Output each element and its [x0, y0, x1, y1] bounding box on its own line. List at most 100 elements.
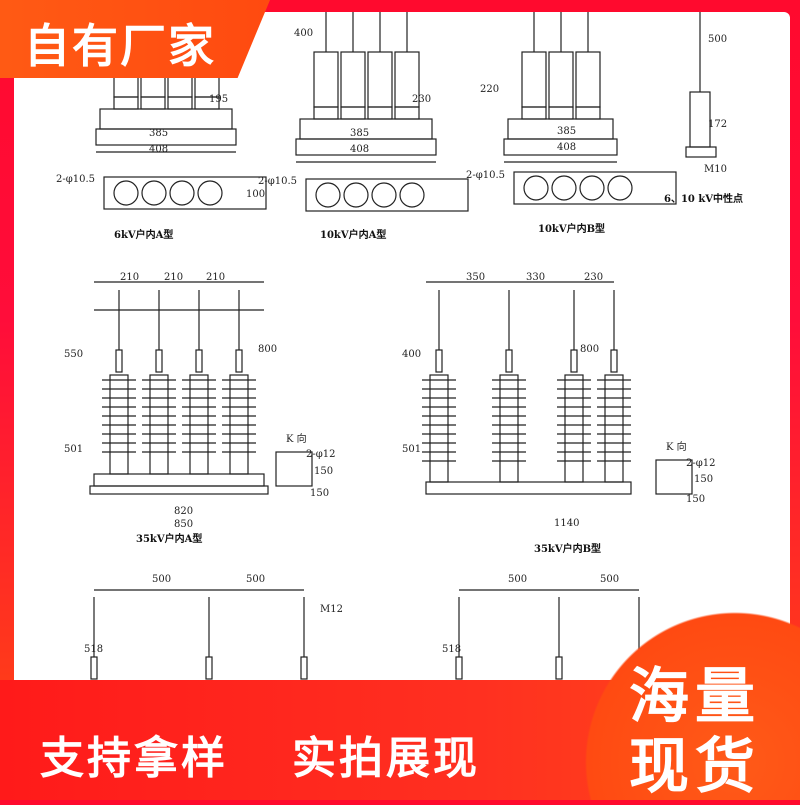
spacing-350: 350: [466, 272, 485, 283]
dim-518-a: 518: [84, 644, 103, 655]
drawing-circle: [141, 180, 167, 206]
drawing-sheet: 385 408 385 408 385 408 2-φ10.5 2-φ10.5 …: [14, 12, 790, 712]
spacing-500-2: 500: [246, 574, 265, 585]
dim-408-b: 408: [350, 144, 369, 155]
drawing-circle: [113, 180, 139, 206]
drawing-rect: [564, 374, 584, 483]
dim-195: 195: [209, 94, 228, 105]
drawing-rect: [570, 349, 578, 373]
dim-800-b: 800: [580, 344, 599, 355]
dim-150-a2: 150: [314, 466, 333, 477]
drawing-rect: [155, 349, 163, 373]
hole-a: 2-φ10.5: [56, 174, 95, 185]
dim-385-c: 385: [557, 126, 576, 137]
drawing-circle: [523, 175, 549, 201]
drawing-rect: [235, 349, 243, 373]
drawing-circle: [371, 182, 397, 208]
own-factory-badge: 自有厂家: [0, 0, 270, 78]
drawing-rect: [313, 106, 339, 120]
drawing-rect: [103, 176, 267, 210]
drawing-rect: [340, 51, 366, 108]
spacing-230: 230: [584, 272, 603, 283]
drawing-rect: [89, 485, 269, 495]
caption-6kv-a: 6kV户内A型: [114, 228, 173, 241]
drawing-rect: [548, 106, 574, 120]
drawing-rect: [113, 96, 139, 110]
drawing-rect: [513, 171, 677, 205]
technical-drawing: 385 408 385 408 385 408 2-φ10.5 2-φ10.5 …: [56, 12, 743, 712]
caption-35kv-b: 35kV户内B型: [534, 542, 601, 555]
drawing-circle: [197, 180, 223, 206]
drawing-rect: [305, 178, 469, 212]
drawing-rect: [555, 656, 563, 680]
drawing-rect: [313, 51, 339, 108]
drawing-rect: [455, 656, 463, 680]
drawing-rect: [205, 656, 213, 680]
own-factory-text: 自有厂家: [24, 19, 216, 73]
drawing-rect: [93, 473, 265, 487]
dim-172: 172: [708, 119, 727, 130]
in-stock-line2: 现货: [629, 732, 761, 802]
drawing-circle: [343, 182, 369, 208]
drawing-rect: [435, 349, 443, 373]
drawing-rect: [689, 91, 711, 148]
hole-c: 2-φ10.5: [466, 170, 505, 181]
drawing-rect: [575, 106, 601, 120]
drawing-rect: [340, 106, 366, 120]
drawing-rect: [610, 349, 618, 373]
dim-800-a: 800: [258, 344, 277, 355]
drawing-rect: [140, 96, 166, 110]
caption-10kv-a: 10kV户内A型: [320, 228, 386, 241]
in-stock-line1: 海量: [629, 662, 761, 732]
drawing-rect: [300, 656, 308, 680]
dim-230: 230: [412, 94, 431, 105]
depth-100-a: 100: [246, 189, 265, 200]
drawing-circle: [607, 175, 633, 201]
spacing-500-3: 500: [508, 574, 527, 585]
dim-820: 820: [174, 506, 193, 517]
drawing-rect: [99, 108, 233, 130]
sample-support-text: 支持拿样: [40, 733, 228, 784]
dim-150-b: 150: [686, 494, 705, 505]
dim-550: 550: [64, 349, 83, 360]
drawing-rect: [195, 349, 203, 373]
drawing-rect: [394, 106, 420, 120]
drawing-rect: [115, 349, 123, 373]
drawing-rect: [499, 374, 519, 483]
drawing-rect: [367, 106, 393, 120]
drawing-rect: [275, 451, 313, 487]
drawing-circle: [551, 175, 577, 201]
drawing-circle: [579, 175, 605, 201]
k-view-b: K 向: [666, 440, 687, 453]
drawing-rect: [429, 374, 449, 483]
drawing-rect: [425, 481, 632, 495]
dim-150-b2: 150: [694, 474, 713, 485]
caption-neutral: 6、10 kV中性点: [664, 192, 743, 205]
drawing-rect: [95, 128, 237, 146]
spacing-330: 330: [526, 272, 545, 283]
drawing-rect: [521, 51, 547, 108]
drawing-rect: [548, 51, 574, 108]
drawing-rect: [295, 138, 437, 156]
caption-35kv-a: 35kV户内A型: [136, 532, 202, 545]
drawing-rect: [505, 349, 513, 373]
dim-500: 500: [708, 34, 727, 45]
drawing-rect: [604, 374, 624, 483]
dim-501-a: 501: [64, 444, 83, 455]
in-stock-badge: 海量 现货: [585, 612, 800, 802]
spacing-210-3: 210: [206, 272, 225, 283]
dim-400-m: 400: [402, 349, 421, 360]
real-photo-text: 实拍展现: [292, 733, 480, 784]
hole-b: 2-φ10.5: [258, 176, 297, 187]
dim-408-c: 408: [557, 142, 576, 153]
drawing-rect: [503, 138, 618, 156]
spacing-500-1: 500: [152, 574, 171, 585]
dim-220: 220: [480, 84, 499, 95]
drawing-circle: [399, 182, 425, 208]
drawing-circle: [315, 182, 341, 208]
dim-400-b: 400: [294, 28, 313, 39]
bolt-m10: M10: [704, 164, 727, 175]
dim-501-b: 501: [402, 444, 421, 455]
hole-phi12-b: 2-φ12: [686, 458, 715, 469]
dim-1140: 1140: [554, 518, 579, 529]
